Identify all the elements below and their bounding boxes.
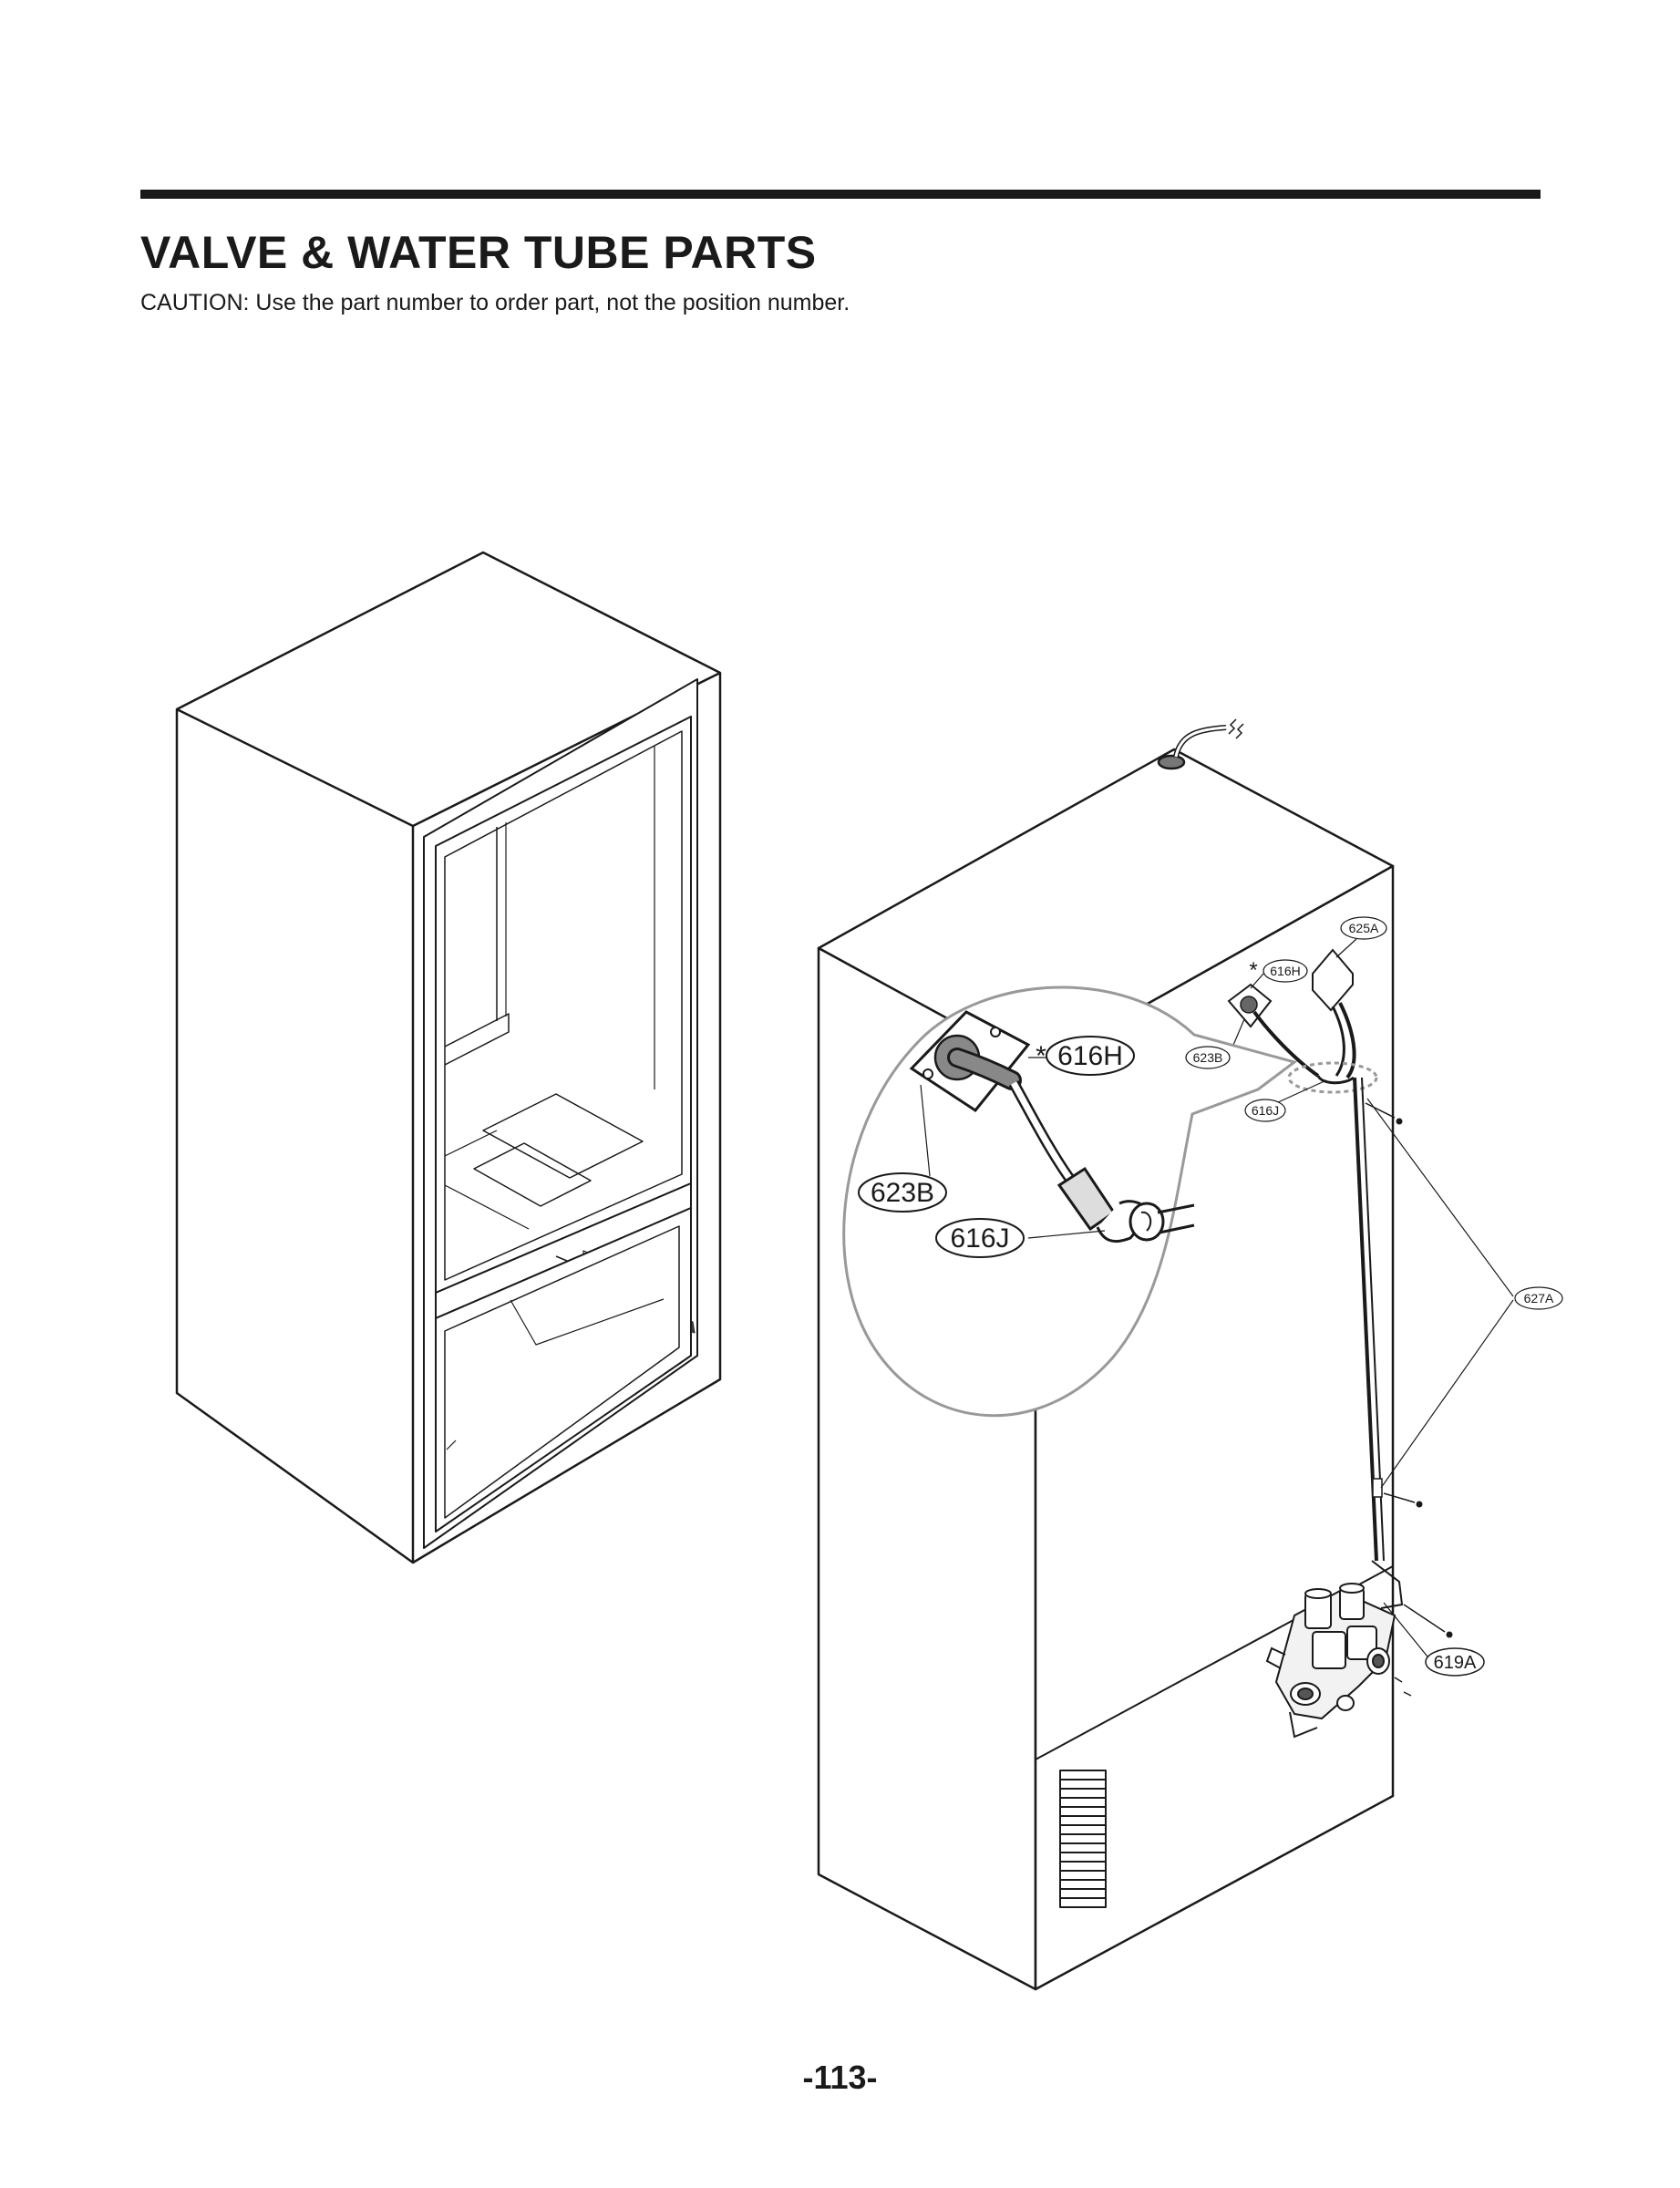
svg-text:616H: 616H: [1057, 1041, 1123, 1071]
svg-text:625A: 625A: [1349, 921, 1379, 935]
callout-616H-large: * 616H: [1036, 1036, 1135, 1076]
callout-623B-small: 623B: [1185, 1046, 1231, 1069]
svg-text:616J: 616J: [1252, 1103, 1279, 1118]
callout-625A: 625A: [1340, 916, 1387, 940]
svg-text:*: *: [1249, 958, 1257, 983]
callout-616J-small: 616J: [1244, 1099, 1286, 1122]
detail-parts-large: [909, 1010, 1195, 1243]
water-tube-assembly: [1227, 948, 1453, 1638]
callout-627A: 627A: [1514, 1286, 1563, 1310]
svg-text:*: *: [1036, 1041, 1046, 1071]
svg-text:623B: 623B: [871, 1178, 934, 1208]
svg-text:627A: 627A: [1524, 1291, 1554, 1306]
svg-text:623B: 623B: [1193, 1050, 1223, 1065]
callout-616H-small: * 616H: [1249, 958, 1308, 983]
svg-text:619A: 619A: [1434, 1653, 1477, 1673]
page-number: -113-: [802, 2059, 878, 2096]
rear-vent-grille: [1059, 1770, 1107, 1908]
header-rule: [140, 190, 1541, 199]
caution-note: CAUTION: Use the part number to order pa…: [140, 290, 850, 315]
refrigerator-front-cabinet: [175, 551, 722, 1564]
water-valve-619A: [1265, 1583, 1412, 1739]
inlet-tube-top: [1157, 718, 1244, 770]
svg-text:616H: 616H: [1270, 964, 1300, 978]
page-title: VALVE & WATER TUBE PARTS: [140, 227, 817, 278]
callout-616J-large: 616J: [935, 1218, 1025, 1258]
callout-623B-large: 623B: [858, 1172, 947, 1213]
svg-text:616J: 616J: [950, 1223, 1009, 1254]
callout-619A: 619A: [1425, 1647, 1485, 1677]
callout-leaders-small: [1228, 938, 1514, 1662]
